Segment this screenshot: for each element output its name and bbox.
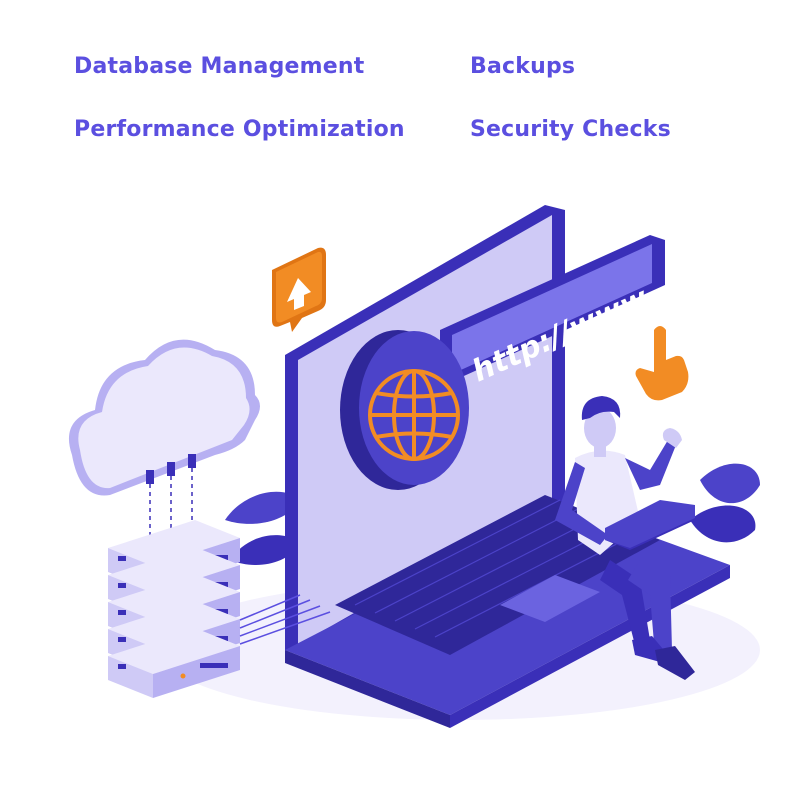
upload-arrow-icon (272, 247, 326, 332)
plant-left (225, 491, 300, 565)
globe-icon (340, 330, 469, 490)
feature-performance-optimization: Performance Optimization (74, 117, 405, 142)
plant-right (690, 463, 760, 543)
cloud-icon (68, 339, 260, 555)
feature-security-checks: Security Checks (470, 117, 671, 142)
hand-pointer-icon (635, 326, 689, 401)
server-rack-icon (108, 520, 240, 698)
feature-database-management: Database Management (74, 54, 365, 79)
feature-backups: Backups (470, 54, 576, 79)
network-cables (239, 594, 331, 645)
person-icon (555, 396, 695, 680)
